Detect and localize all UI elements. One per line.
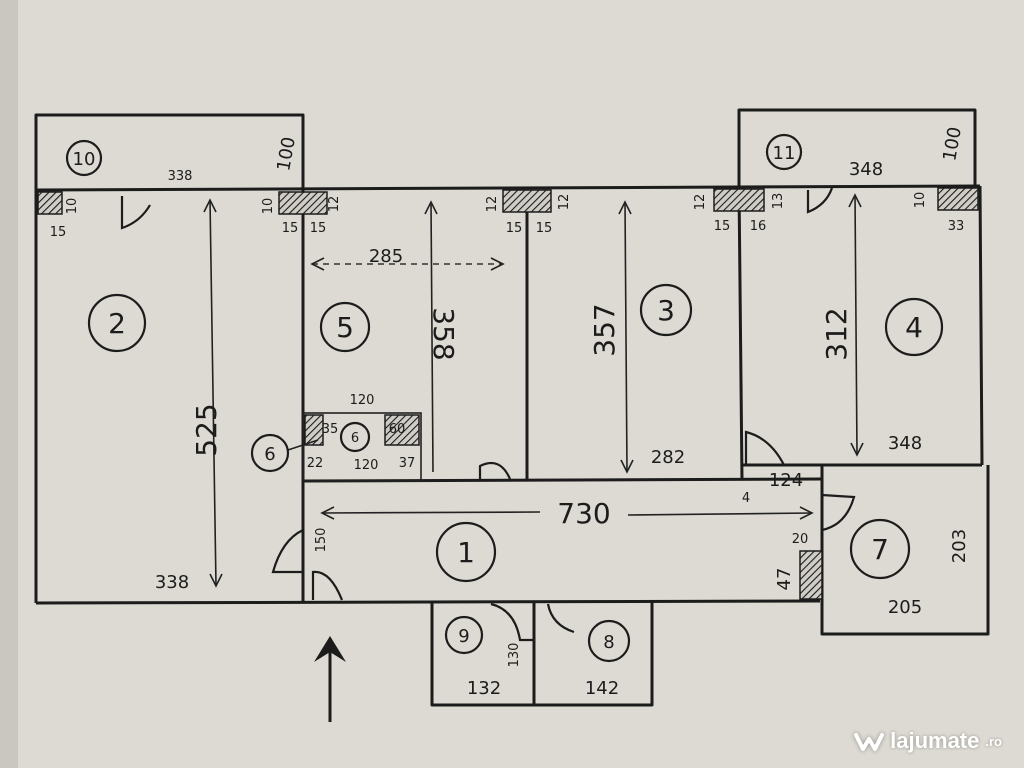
paper-edge — [0, 0, 18, 768]
dim-room4-width: 348 — [888, 433, 922, 454]
wall-thickness-marks: 15 10 10 15 15 12 12 15 15 12 12 15 16 1… — [50, 192, 965, 240]
watermark-brand: lajumate — [890, 728, 980, 753]
room-markers — [65, 133, 944, 663]
room-3-label: 3 — [657, 294, 675, 327]
dim-room6-b: 60 — [389, 422, 406, 437]
dim-room6-top: 120 — [350, 393, 375, 408]
dim-room10-width: 338 — [168, 169, 193, 184]
room-8-label: 8 — [603, 632, 614, 653]
dim-room6-left: 22 — [307, 456, 324, 471]
dim-room5-height: 358 — [427, 307, 460, 360]
lajumate-logo-icon — [854, 733, 885, 751]
mark-15c: 15 — [310, 221, 327, 236]
doors — [120, 187, 856, 642]
dim-room6-right: 37 — [399, 456, 416, 471]
dim-room6-a: 35 — [322, 422, 339, 437]
room-6-label: 6 — [264, 444, 275, 465]
dim-room11-width: 348 — [849, 159, 883, 180]
dim-hall-depth: 150 — [314, 528, 329, 553]
dim-room4-height: 312 — [820, 307, 853, 360]
mark-13: 13 — [771, 193, 786, 210]
mark-15f: 15 — [714, 219, 731, 234]
mark-12d: 12 — [693, 194, 708, 211]
dim-room3-width: 282 — [651, 447, 685, 468]
mark-12b: 12 — [485, 196, 500, 213]
mark-15d: 15 — [506, 221, 523, 236]
dimension-labels: 338 100 348 100 525 338 285 358 357 282 … — [155, 125, 970, 699]
dim-4: 4 — [742, 491, 750, 506]
dim-hall-length: 730 — [557, 497, 610, 530]
north-arrow-icon — [314, 636, 346, 722]
dim-room3-height: 357 — [588, 303, 621, 356]
mark-10b: 10 — [261, 198, 276, 215]
mark-33: 33 — [948, 219, 965, 234]
dim-room2-height: 525 — [190, 403, 223, 456]
dim-room5-width: 285 — [369, 246, 403, 267]
mark-12c: 12 — [557, 194, 572, 211]
watermark: lajumate .ro — [854, 728, 1002, 754]
mark-15e: 15 — [536, 221, 553, 236]
mark-15a: 15 — [50, 225, 67, 240]
room-1-label: 1 — [457, 536, 475, 569]
room-10-label: 10 — [73, 149, 96, 170]
dim-room7-width: 205 — [888, 597, 922, 618]
dim-20: 20 — [792, 532, 809, 547]
walls — [34, 108, 990, 707]
room-numbers: 10 11 2 5 3 4 1 7 8 9 6 6 — [73, 143, 923, 653]
watermark-tld: .ro — [985, 733, 1002, 749]
room-7-label: 7 — [871, 533, 889, 566]
mark-12a: 12 — [327, 196, 342, 213]
dim-47: 47 — [774, 568, 795, 591]
dim-124: 124 — [769, 470, 803, 491]
room-6-inner-label: 6 — [351, 431, 359, 446]
dim-room2-width: 338 — [155, 572, 189, 593]
room-11-label: 11 — [773, 143, 796, 164]
dim-room7-depth: 203 — [949, 529, 970, 563]
mark-10c: 10 — [913, 192, 928, 209]
wall-columns — [37, 187, 979, 600]
room-2-label: 2 — [108, 307, 126, 340]
mark-16: 16 — [750, 219, 767, 234]
dim-room9-depth: 130 — [507, 643, 522, 668]
dim-room6-bottom: 120 — [354, 458, 379, 473]
room-4-label: 4 — [905, 311, 923, 344]
mark-15b: 15 — [282, 221, 299, 236]
dim-room8-width: 142 — [585, 678, 619, 699]
dimension-lines — [203, 193, 864, 588]
room-5-label: 5 — [336, 311, 354, 344]
dim-room9-width: 132 — [467, 678, 501, 699]
room-9-label: 9 — [458, 626, 469, 647]
mark-10a: 10 — [65, 198, 80, 215]
